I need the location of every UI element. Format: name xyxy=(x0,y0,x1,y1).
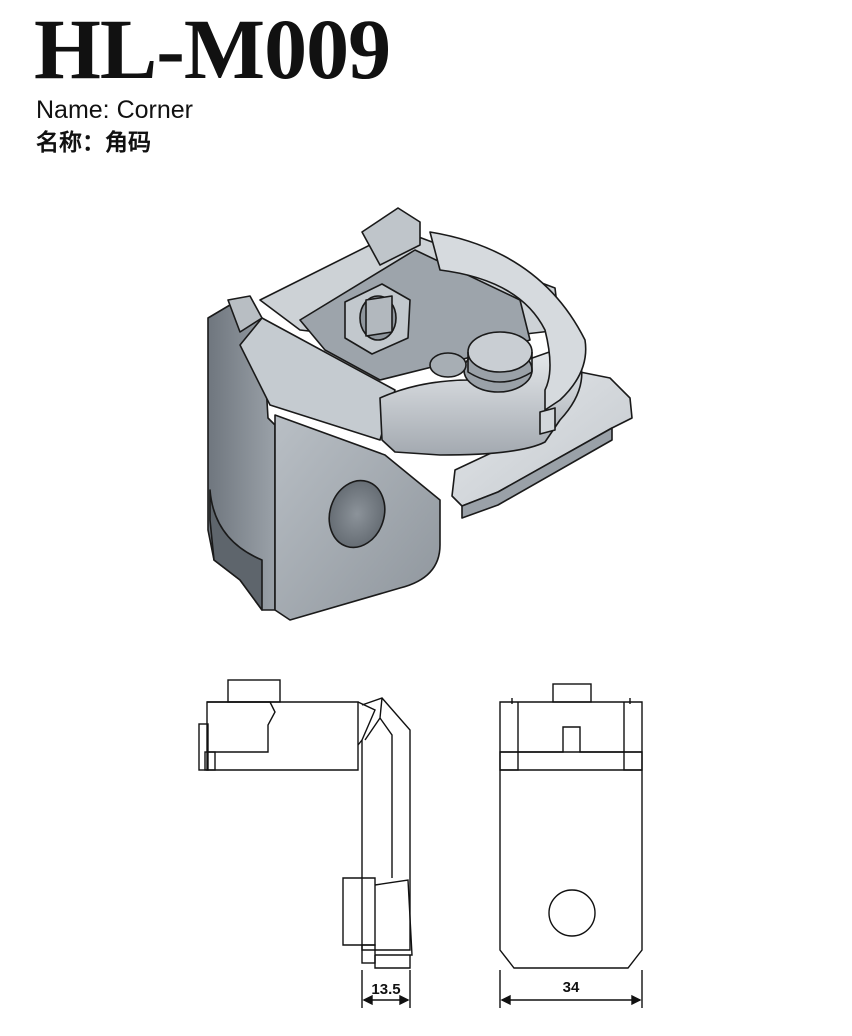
front-view xyxy=(499,683,643,1008)
model-title: HL-M009 xyxy=(34,1,391,97)
dimension-front: 34 xyxy=(563,979,580,996)
side-view xyxy=(198,679,413,1008)
product-name-cn: 名称：角码 xyxy=(36,129,151,155)
product-name-en: Name: Corner xyxy=(36,96,193,124)
dimension-side: 13.5 xyxy=(371,981,400,998)
